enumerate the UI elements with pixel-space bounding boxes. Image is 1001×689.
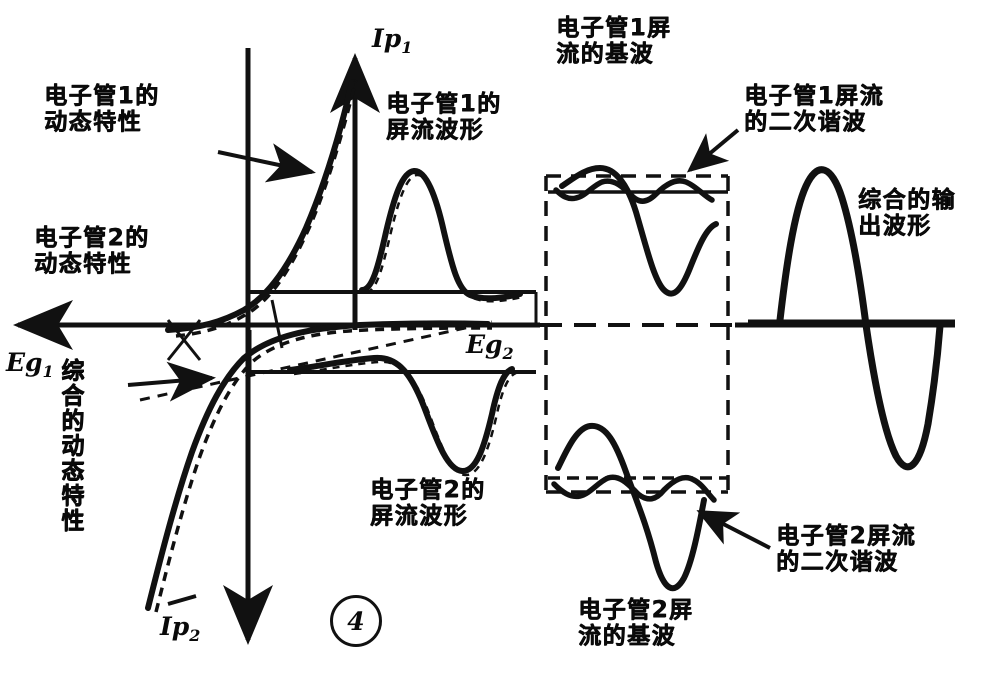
tube2-second-harmonic-wave	[551, 474, 717, 503]
axis-label-ip1-base: Ip	[372, 24, 402, 53]
axis-label-ip1: Ip1	[372, 24, 412, 57]
tube1-dynamic-curve	[165, 79, 355, 333]
tube1-dynamic-pointer-arrow	[217, 143, 316, 183]
tube2-plate-current-waveform-dashed	[293, 360, 517, 477]
label-tube2-plate-current-waveform: 电子管2的 屏流波形	[370, 477, 486, 529]
axis-label-ip2: Ip2	[160, 612, 200, 645]
label-tube1-plate-current-waveform: 电子管1的 屏流波形	[386, 91, 502, 143]
ip2-overbar-mark	[167, 594, 197, 606]
tube2-ideal-dashed-curve	[154, 326, 493, 613]
label-tube1-dynamic-characteristic: 电子管1的 动态特性	[44, 83, 160, 135]
tube2-second-harmonic-pointer-arrow	[696, 510, 771, 550]
tube1-second-harmonic-pointer-arrow	[686, 128, 740, 173]
tube1-ideal-dashed-curve	[175, 79, 358, 338]
tube1-waveform-baseline	[250, 290, 538, 326]
axis-label-eg2-base: Eg	[466, 330, 503, 359]
label-tube1-second-harmonic: 电子管1屏流 的二次谐波	[744, 83, 885, 135]
origin-tick-marks	[166, 299, 284, 361]
figure-number-badge: 4	[330, 595, 382, 647]
label-tube2-dynamic-characteristic: 电子管2的 动态特性	[34, 225, 150, 277]
harmonic-region-box-lower	[544, 325, 730, 494]
axis-label-eg2-sub: 2	[502, 344, 514, 363]
axis-label-ip2-sub: 2	[189, 626, 201, 645]
tube2-fundamental-wave	[555, 422, 707, 592]
tube1-second-harmonic-wave	[553, 178, 715, 204]
axis-label-eg1: Eg1	[6, 348, 54, 381]
tube2-waveform-baseline	[248, 330, 536, 374]
tube1-plate-current-waveform-dashed	[365, 173, 523, 303]
axis-label-eg1-base: Eg	[6, 348, 43, 377]
combined-output-waveform	[776, 166, 944, 471]
label-tube1-fundamental: 电子管1屏 流的基波	[556, 15, 672, 67]
tube2-dynamic-curve	[145, 320, 491, 611]
label-tube2-second-harmonic: 电子管2屏流 的二次谐波	[776, 523, 917, 575]
axis-label-eg2: Eg2	[466, 330, 514, 363]
axis-label-ip1-sub: 1	[401, 38, 413, 57]
tube2-plate-current-waveform	[287, 354, 515, 474]
label-tube2-fundamental: 电子管2屏 流的基波	[578, 597, 694, 649]
axis-label-ip2-base: Ip	[160, 612, 190, 641]
label-combined-output-waveform: 综合的输 出波形	[858, 187, 956, 239]
tube1-fundamental-wave	[559, 164, 719, 297]
label-combined-dynamic-characteristic: 综合的动态特性	[56, 358, 83, 533]
axis-label-eg1-sub: 1	[42, 362, 54, 381]
tube1-plate-current-waveform	[359, 168, 523, 302]
tube2-dynamic-pointer-arrow	[127, 361, 216, 402]
